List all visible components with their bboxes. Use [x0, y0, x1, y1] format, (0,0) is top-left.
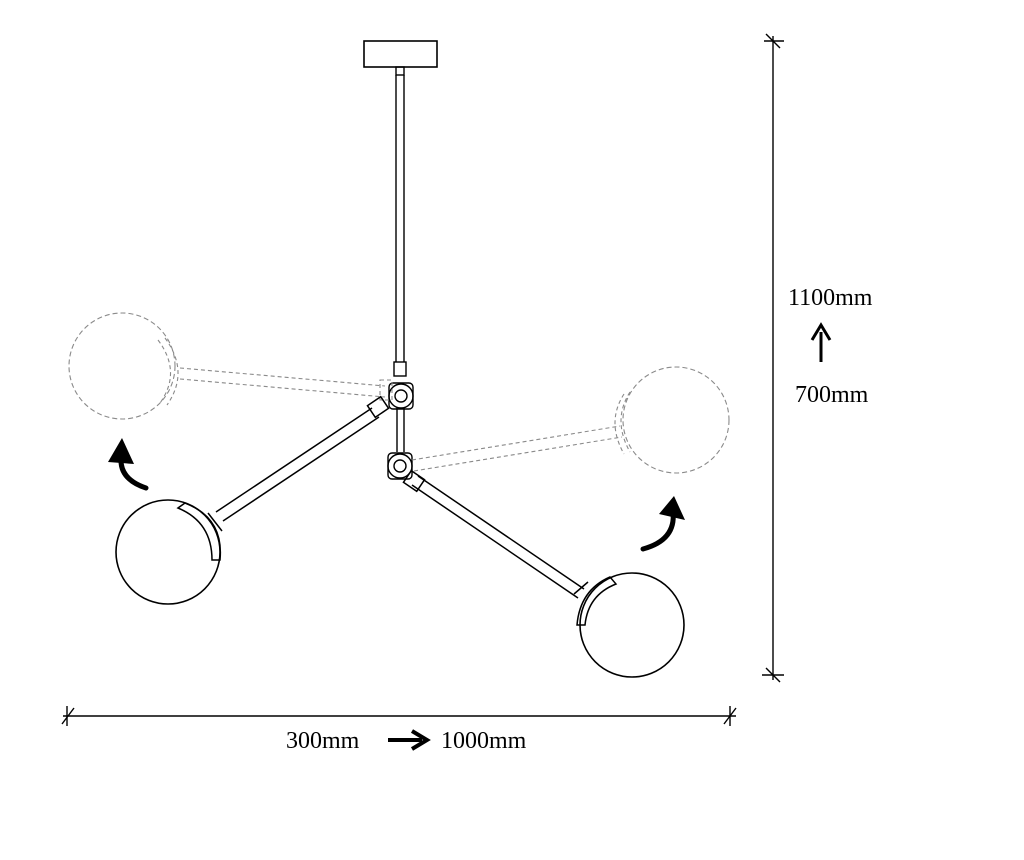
right-rotation-arrow [640, 496, 685, 552]
right-globe-raised-outline [622, 366, 730, 474]
left-globe [115, 499, 221, 605]
upper-swivel-joint [388, 382, 414, 410]
left-globe-cap [176, 502, 222, 561]
lower-swivel-joint [387, 452, 413, 480]
ceiling-canopy [363, 40, 438, 68]
right-globe-cap [576, 576, 618, 626]
left-globe-raised-outline [68, 312, 176, 420]
min-height-label: 700mm [795, 382, 869, 408]
left-arm-raised-outline [157, 337, 393, 406]
down-rod [393, 66, 407, 452]
width-dimension-line [61, 706, 737, 726]
right-globe [579, 572, 685, 678]
max-height-label: 1100mm [788, 285, 873, 311]
height-up-arrow [810, 322, 832, 362]
height-dimension-line [762, 33, 784, 683]
left-rotation-arrow [108, 438, 149, 491]
min-width-label: 300mm [286, 728, 360, 754]
right-arm [402, 469, 589, 599]
right-arm-raised-outline [411, 391, 631, 472]
left-arm [207, 395, 390, 532]
max-width-label: 1000mm [441, 728, 527, 754]
width-right-arrow [388, 729, 431, 751]
